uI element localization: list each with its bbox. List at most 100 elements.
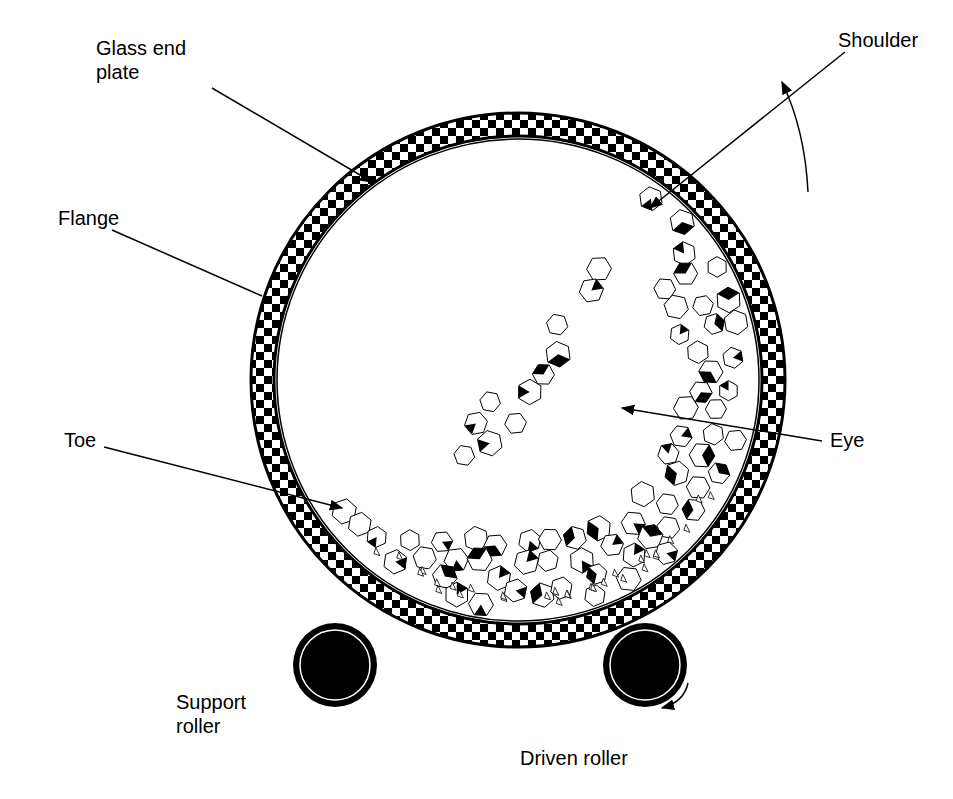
ball [532,365,554,384]
flange-ring [251,113,785,647]
leader-line [112,230,262,296]
glass-end-plate [277,139,759,621]
part-label: Support roller [176,690,286,738]
fragment [591,584,597,592]
leader-line [622,408,822,441]
ball [723,347,743,368]
roller-rim [610,630,680,700]
fragment [436,585,442,593]
ball [384,550,407,574]
ball [401,530,420,551]
fragment [418,568,424,576]
ball [519,530,541,553]
ball [724,310,747,335]
ball [454,446,475,466]
ball-shade [519,385,530,398]
fragment [613,569,619,577]
ball [725,430,747,450]
ball [674,263,698,284]
fragment [450,582,456,590]
ball [469,593,494,615]
fragment [644,550,650,558]
ball-shade [516,587,527,599]
ball-shade [666,550,677,561]
fragment [501,592,507,600]
ball-shade [642,525,663,537]
ball [671,324,689,344]
ball-shade [587,521,598,541]
ball [704,314,724,335]
ball-shade [702,445,715,467]
ball [670,426,692,447]
ball-shade [478,439,490,452]
ball-shade [661,444,672,454]
ball [478,431,503,456]
ball-shade [531,583,543,603]
fragment [545,592,551,600]
ball-shade [587,567,597,584]
ball [705,400,726,419]
ball [689,444,715,467]
ball-shade [682,500,693,520]
grinding-media [332,187,748,616]
ball-shade [641,199,652,211]
fragment [621,574,627,582]
ball-shade [464,423,475,434]
ball [720,381,738,401]
flange-outline [251,113,785,647]
ball [688,341,708,364]
ball-shade [499,566,510,578]
ball [579,279,603,302]
driven-roller [603,623,687,707]
ball [631,482,654,507]
ball-shade [733,351,743,361]
fragment [468,584,474,592]
ball [480,392,501,412]
ball [531,583,555,607]
leader-line [650,52,845,208]
ball-shade [674,263,692,273]
ball [703,424,723,445]
fragment [374,548,380,556]
ball [658,444,679,465]
fragment [556,597,562,605]
ball [467,548,492,570]
ball-shade [532,365,549,375]
ball-shade [367,537,377,547]
part-label: Glass end plate [96,36,216,84]
ball [601,534,624,555]
ball [367,527,386,548]
ball [717,287,740,313]
fragment [565,590,571,598]
fragment [696,495,702,503]
ball-shade [681,428,692,438]
ball [413,547,436,569]
part-label: Driven roller [520,746,630,770]
ball [519,379,541,405]
ball [708,257,726,278]
ball [699,361,723,383]
fragment [654,550,660,558]
ball [551,577,572,599]
ball-shade [673,222,694,234]
leader-line [212,88,372,182]
ball-shade [526,550,538,562]
roller-rotation-arrow [662,683,688,708]
ball [674,397,699,419]
ball-shade [591,279,603,290]
part-label: Shoulder [838,28,948,52]
fragment [668,536,674,544]
fragment [708,492,714,500]
ball-shade [717,287,739,300]
ball [665,461,689,485]
ball [547,314,568,335]
fragment [565,590,571,598]
ball-shade [665,465,677,485]
part-label: Flange [58,206,158,230]
ball-shade [440,565,457,579]
ball [564,527,587,550]
fragment [684,524,690,532]
ball [465,412,488,434]
ball [655,542,677,564]
